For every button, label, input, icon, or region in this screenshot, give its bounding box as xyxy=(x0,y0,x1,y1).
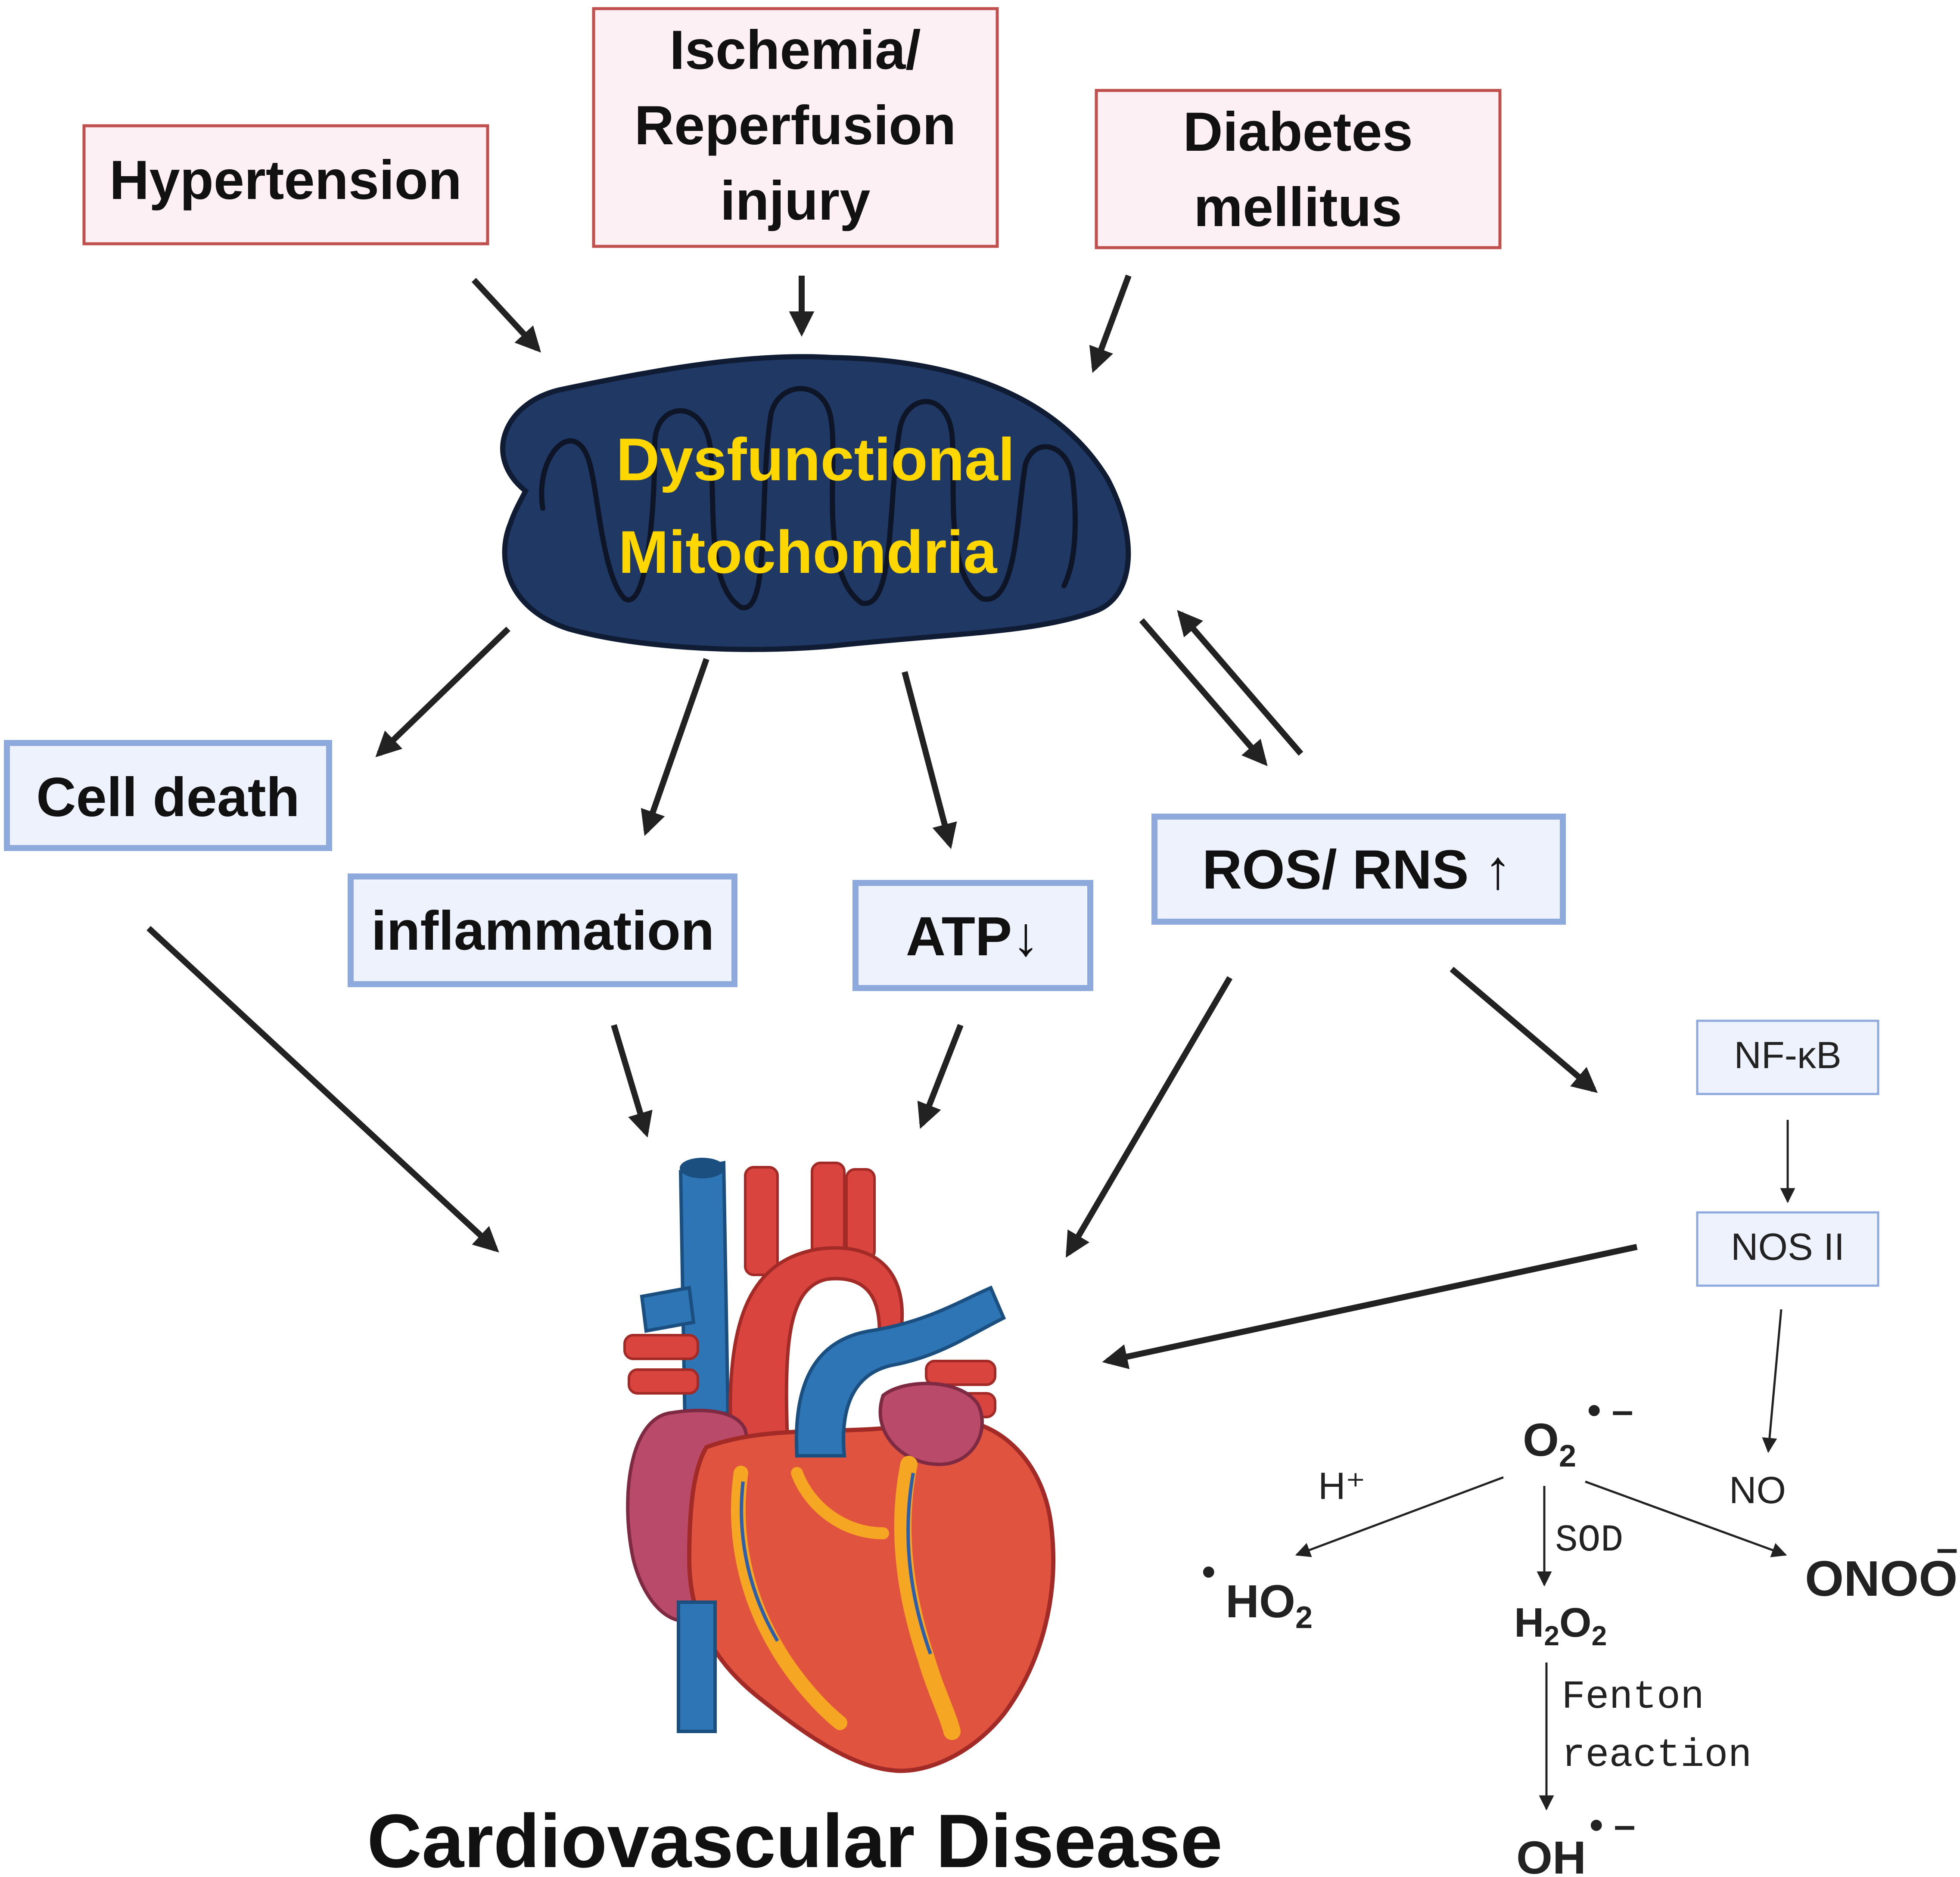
superoxide-o: O xyxy=(1523,1414,1559,1466)
sod-label: SOD xyxy=(1555,1520,1623,1562)
fenton-line1: Fenton xyxy=(1562,1675,1704,1720)
atp-label: ATP↓ xyxy=(906,906,1040,967)
diabetes-label-line1: Diabetes xyxy=(1183,101,1413,163)
heart-inferior-vena-cava xyxy=(677,1600,717,1733)
arrow-superoxide-to-ho2 xyxy=(1295,1476,1504,1557)
ho2-sub: 2 xyxy=(1295,1600,1313,1635)
oh-radical-sign: • – xyxy=(1590,1804,1636,1847)
cause-hypertension: Hypertension xyxy=(82,124,489,246)
superoxide-label: O2 xyxy=(1523,1414,1576,1473)
heart-coronary-vein-2 xyxy=(740,1481,779,1642)
hypertension-label: Hypertension xyxy=(109,149,462,211)
nos-node: NOS II xyxy=(1696,1211,1879,1287)
heart-pulmonary-vein-1 xyxy=(623,1334,699,1360)
ischemia-label-line2: Reperfusion xyxy=(635,95,956,156)
arrow-atp-to-heart xyxy=(917,1024,964,1129)
h2o2-h: H xyxy=(1514,1600,1544,1646)
heart-illustration xyxy=(623,1158,1056,1773)
h-plus-label: H⁺ xyxy=(1318,1464,1366,1507)
arrow-hypertension-to-mito xyxy=(471,278,541,353)
heart-coronary-right xyxy=(731,1466,847,1730)
heart-coronary-left xyxy=(894,1456,961,1740)
mitochondrion-cristae xyxy=(539,386,1078,610)
ros-rns-label: ROS/ RNS ↑ xyxy=(1202,839,1512,901)
cause-diabetes: Diabetes mellitus xyxy=(1095,89,1502,249)
effect-atp: ATP↓ xyxy=(852,880,1093,991)
arrow-inflammation-to-heart xyxy=(611,1024,653,1138)
mitochondria-title-line1: Dysfunctional xyxy=(616,426,1015,493)
no-label: NO xyxy=(1729,1469,1786,1511)
nfkb-node: NF-κB xyxy=(1696,1019,1879,1095)
arrow-cell-death-to-heart xyxy=(146,926,499,1252)
heart-left-atrium xyxy=(878,1382,984,1467)
arrow-ros-to-heart xyxy=(1065,976,1233,1258)
heart-pulmonary-vein-2 xyxy=(628,1368,699,1395)
effect-cell-death: Cell death xyxy=(4,740,332,851)
heart-vena-cava-top xyxy=(680,1158,725,1178)
h2o2-o: O xyxy=(1559,1600,1592,1646)
heart-artery-branch-1 xyxy=(744,1166,779,1276)
outcome-title: Cardiovascular Disease xyxy=(367,1799,1223,1877)
heart-coronary-branch xyxy=(791,1467,889,1539)
ho2-label: HO2 xyxy=(1226,1575,1313,1635)
arrow-mito-to-inflammation xyxy=(641,658,709,836)
effect-inflammation: inflammation xyxy=(348,873,737,987)
onoo-label: ONOO xyxy=(1805,1551,1957,1607)
arrow-ros-to-pathway xyxy=(1450,966,1598,1093)
arrow-ros-to-mito xyxy=(1177,610,1304,756)
arrow-diabetes-to-mito xyxy=(1089,274,1132,373)
effect-ros-rns: ROS/ RNS ↑ xyxy=(1151,814,1566,925)
arrow-nos-to-no xyxy=(1762,1309,1783,1453)
nfkb-label: NF-κB xyxy=(1734,1034,1841,1076)
arrow-nos-to-heart xyxy=(1102,1244,1638,1369)
heart-left-vein xyxy=(640,1286,696,1333)
arrow-mito-to-cell-death xyxy=(375,626,510,758)
ischemia-label-line3: injury xyxy=(720,170,871,232)
arrow-superoxide-to-onoo xyxy=(1585,1480,1787,1557)
oh-label: OH xyxy=(1516,1831,1586,1877)
arrow-mito-to-ros xyxy=(1139,618,1268,766)
heart-coronary-vein-1 xyxy=(906,1473,932,1655)
mitochondrion: Dysfunctional Mitochondria xyxy=(500,354,1131,652)
h2o2-sub1: 2 xyxy=(1544,1620,1559,1651)
h2o2-sub2: 2 xyxy=(1592,1620,1607,1651)
cause-ischemia-reperfusion: Ischemia/ Reperfusion injury xyxy=(592,7,999,248)
arrow-mito-to-atp xyxy=(902,671,957,849)
onoo-sup: – xyxy=(1936,1527,1958,1570)
heart-pulmonary-artery xyxy=(795,1285,1006,1457)
ho2-text: HO xyxy=(1226,1575,1295,1627)
diabetes-label-line2: mellitus xyxy=(1194,177,1402,238)
heart-right-artery-1 xyxy=(925,1360,996,1386)
cell-death-label: Cell death xyxy=(36,767,300,828)
ho2-radical-dot: • xyxy=(1202,1551,1216,1594)
mitochondria-title-line2: Mitochondria xyxy=(619,518,998,586)
heart-artery-branch-3 xyxy=(845,1168,876,1261)
inflammation-label: inflammation xyxy=(371,900,715,962)
h2o2-label: H2O2 xyxy=(1514,1600,1607,1651)
ischemia-label-line1: Ischemia/ xyxy=(669,19,921,81)
superoxide-sub: 2 xyxy=(1559,1439,1576,1473)
nos-label: NOS II xyxy=(1731,1225,1845,1268)
superoxide-radical-sign: • – xyxy=(1587,1389,1633,1432)
fenton-line2: reaction xyxy=(1562,1733,1752,1778)
